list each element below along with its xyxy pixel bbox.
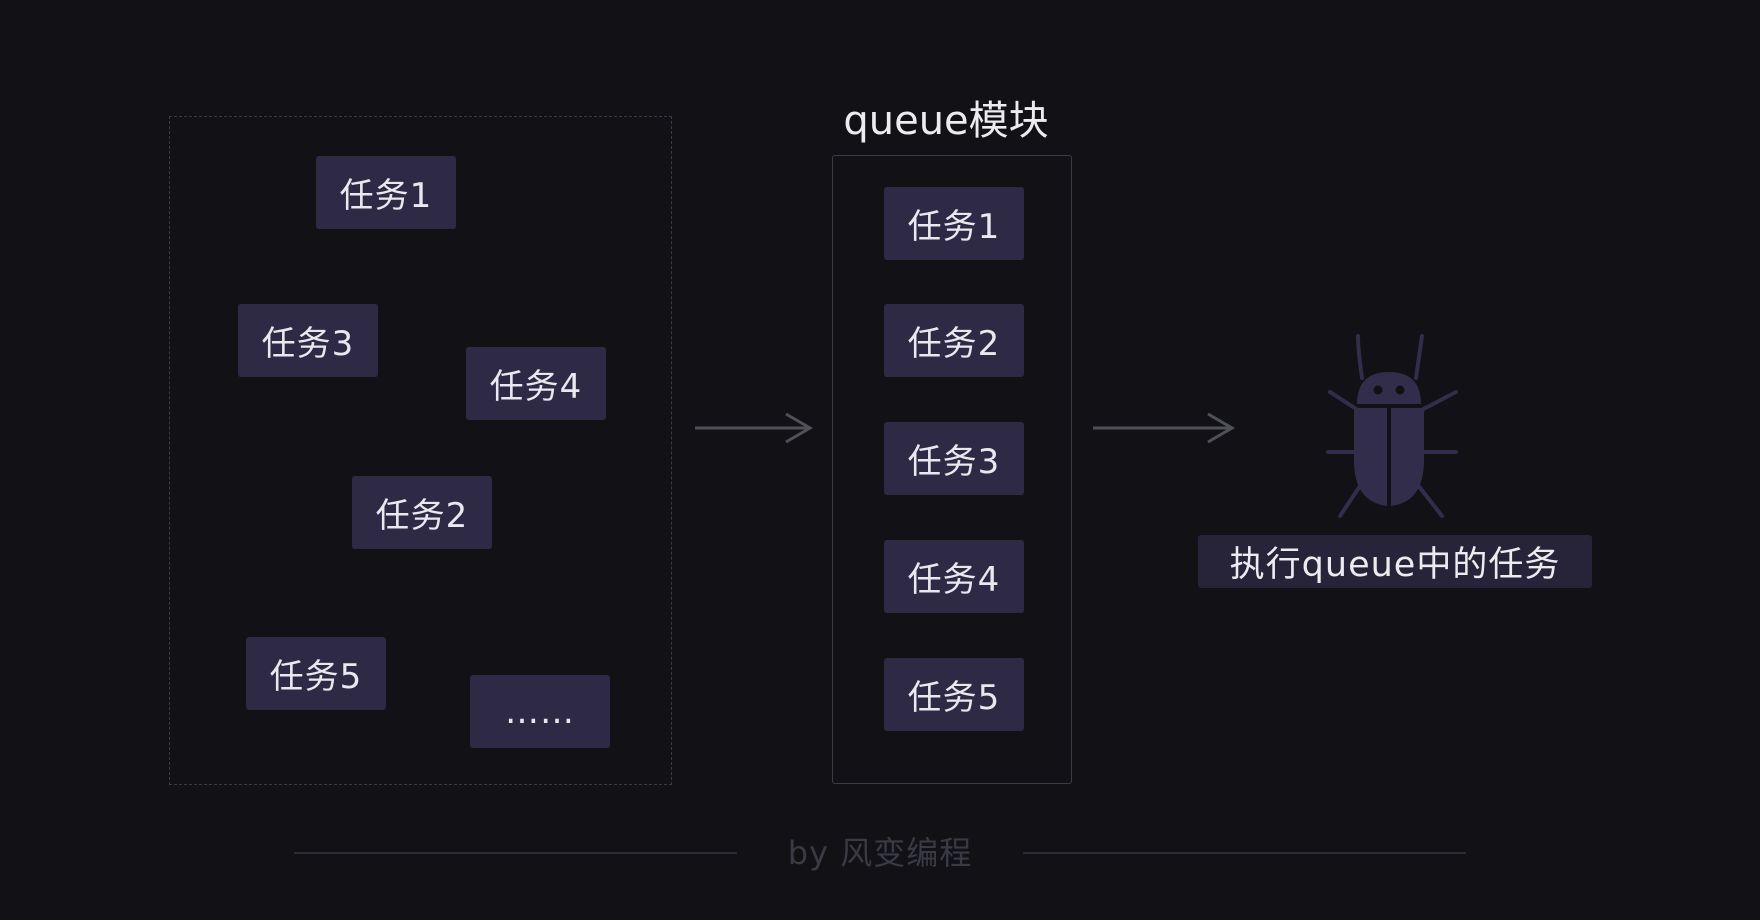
footer-divider-left — [294, 852, 737, 854]
queue-task-5: 任务5 — [884, 658, 1024, 731]
arrow-to-executor — [1093, 412, 1235, 444]
queue-task-1: 任务1 — [884, 187, 1024, 260]
pool-task-1: 任务1 — [316, 156, 456, 229]
arrow-to-queue — [695, 412, 813, 444]
pool-task-5: 任务5 — [246, 637, 386, 710]
queue-title: queue模块 — [843, 98, 1049, 144]
pool-task-2: 任务2 — [352, 476, 492, 549]
queue-task-2: 任务2 — [884, 304, 1024, 377]
footer-credit: by 风变编程 — [787, 834, 973, 872]
executor-label: 执行queue中的任务 — [1198, 535, 1592, 588]
footer-divider-right — [1023, 852, 1466, 854]
pool-task-3: 任务3 — [238, 304, 378, 377]
queue-task-4: 任务4 — [884, 540, 1024, 613]
bug-icon — [1326, 334, 1458, 518]
pool-task-4: 任务4 — [466, 347, 606, 420]
queue-task-3: 任务3 — [884, 422, 1024, 495]
queue-container — [832, 155, 1072, 784]
task-pool — [169, 116, 672, 785]
pool-task-more: …… — [470, 675, 610, 748]
